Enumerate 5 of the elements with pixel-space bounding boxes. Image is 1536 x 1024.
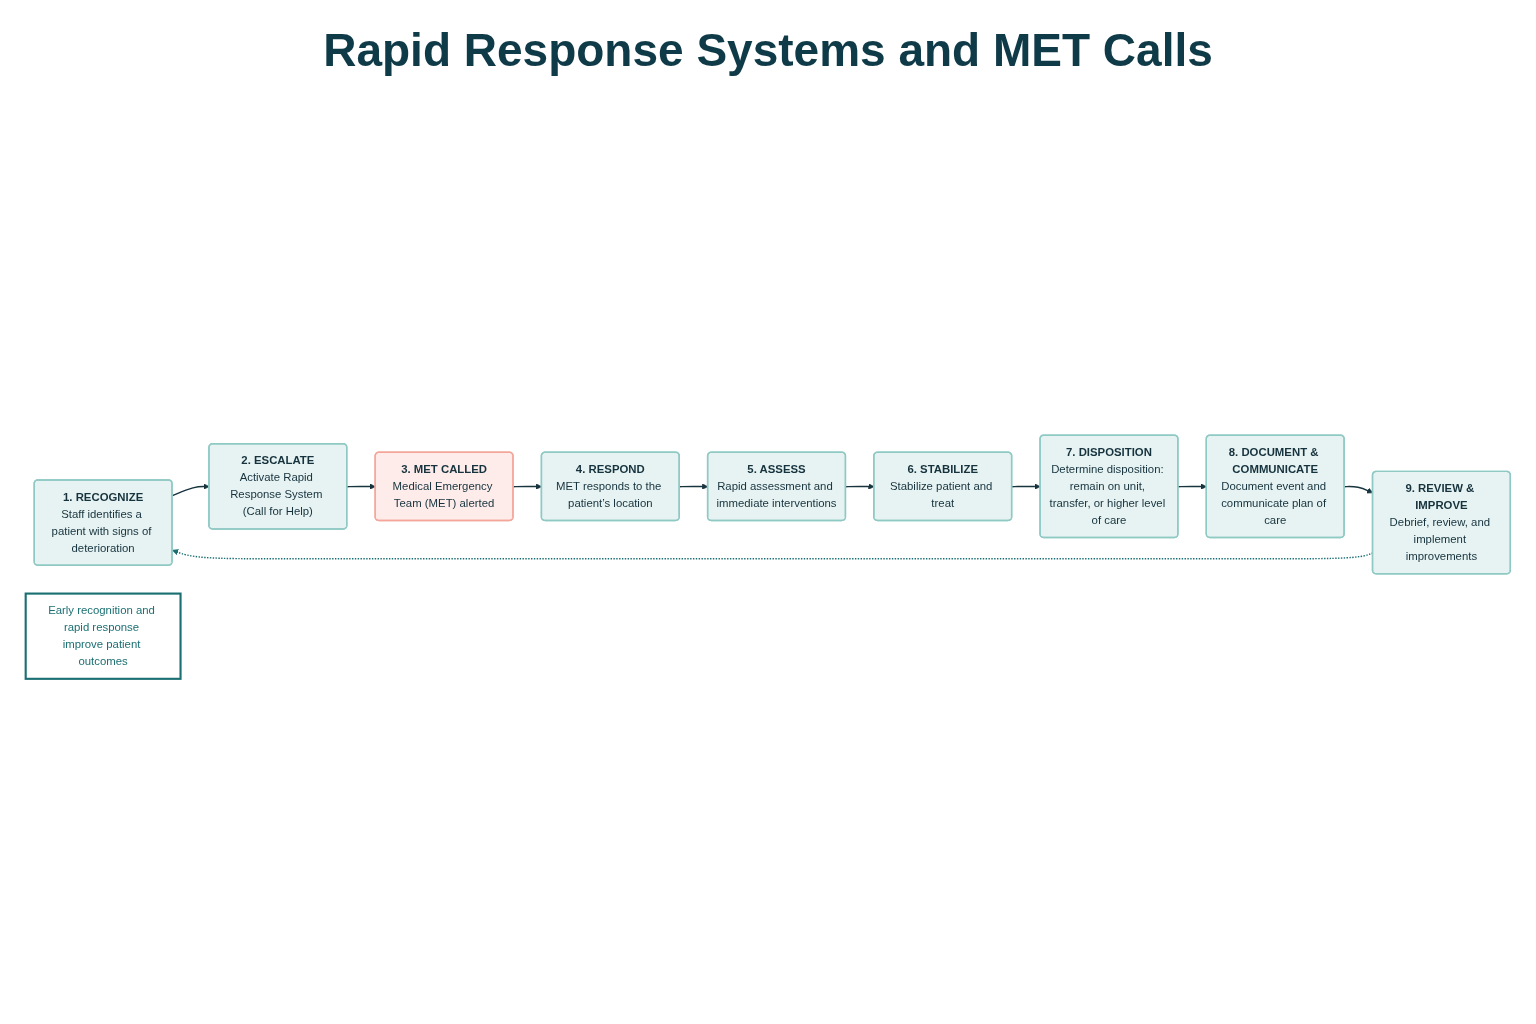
arrow	[1011, 483, 1041, 490]
node-box: Early recognition and rapid response improve patient outcomes	[24, 592, 182, 680]
arrow	[346, 483, 376, 490]
title: Rapid Response Systems and MET Calls	[322, 23, 1214, 78]
arrow	[1177, 483, 1207, 490]
